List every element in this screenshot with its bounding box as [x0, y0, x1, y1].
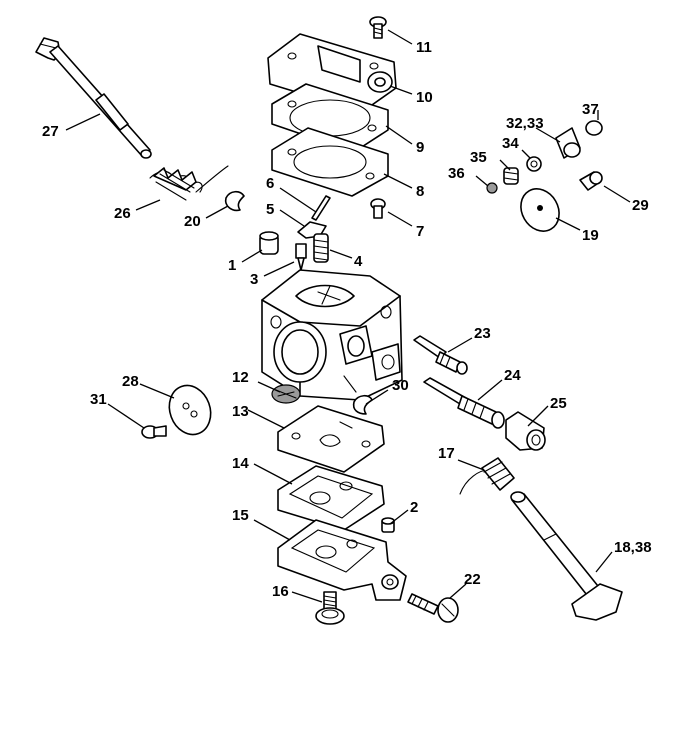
part-35-spring [503, 167, 519, 185]
callout-36: 36 [448, 165, 465, 182]
callout-37: 37 [582, 101, 599, 118]
callout-1: 1 [228, 257, 236, 274]
part-24-needle [423, 377, 505, 429]
callout-19: 19 [582, 227, 599, 244]
part-22-screw [407, 593, 459, 623]
callout-2: 2 [410, 499, 418, 516]
part-30-clip [352, 394, 373, 415]
callout-3: 3 [250, 271, 258, 288]
part-16-screw [315, 591, 345, 625]
part-7-screw [370, 198, 386, 219]
callout-25: 25 [550, 395, 567, 412]
part-31-screw [141, 425, 167, 439]
callout-15: 15 [232, 507, 249, 524]
part-32-33-plug [555, 127, 581, 159]
part-23-needle [413, 335, 468, 375]
callout-10: 10 [416, 89, 433, 106]
part-3-needle [295, 243, 307, 271]
callout-34: 34 [502, 135, 519, 152]
callout-9: 9 [416, 139, 424, 156]
part-27-shaft [35, 37, 152, 159]
callout-28: 28 [122, 373, 139, 390]
part-2-plug [381, 517, 395, 533]
callout-18-38: 18,38 [614, 539, 652, 556]
callout-6: 6 [266, 175, 274, 192]
part-26-spring [149, 165, 229, 201]
callout-labels: 11 10 9 8 7 6 5 1 3 4 27 26 20 23 24 25 … [42, 39, 652, 600]
part-1-cap [259, 231, 279, 255]
callout-31: 31 [90, 391, 107, 408]
callout-26: 26 [114, 205, 131, 222]
callout-13: 13 [232, 403, 249, 420]
part-36-ball [486, 182, 498, 194]
callout-8: 8 [416, 183, 424, 200]
part-4-spring [313, 233, 329, 263]
part-13-diaphragm [277, 405, 385, 473]
part-17-spring [459, 457, 515, 495]
callout-32-33: 32,33 [506, 115, 544, 132]
part-14-gasket [277, 465, 385, 531]
part-15-lower-cover [277, 519, 407, 601]
leader-lines [65, 29, 631, 603]
part-8-gasket [271, 127, 389, 197]
callout-24: 24 [504, 367, 521, 384]
callout-4: 4 [354, 253, 363, 270]
callout-14: 14 [232, 455, 249, 472]
callout-16: 16 [272, 583, 289, 600]
part-12-strainer [271, 384, 301, 404]
callout-22: 22 [464, 571, 481, 588]
part-25-cap [505, 411, 546, 451]
callout-30: 30 [392, 377, 409, 394]
callout-27: 27 [42, 123, 59, 140]
callout-7: 7 [416, 223, 424, 240]
part-11-screw [369, 16, 387, 39]
callout-5: 5 [266, 201, 274, 218]
part-28-plate [168, 384, 212, 436]
callout-20: 20 [184, 213, 201, 230]
callout-23: 23 [474, 325, 491, 342]
callout-29: 29 [632, 197, 649, 214]
callout-35: 35 [470, 149, 487, 166]
carburetor-body [261, 269, 403, 401]
callout-12: 12 [232, 369, 249, 386]
callout-17: 17 [438, 445, 455, 462]
part-19-plate [520, 188, 560, 232]
part-29-screw [579, 171, 603, 191]
callout-11: 11 [416, 39, 432, 56]
part-20-clip [224, 190, 245, 212]
part-18-38-shaft [510, 491, 623, 621]
part-34-ring [526, 156, 542, 172]
part-6-pin [311, 195, 331, 221]
part-37-cap [585, 120, 603, 136]
